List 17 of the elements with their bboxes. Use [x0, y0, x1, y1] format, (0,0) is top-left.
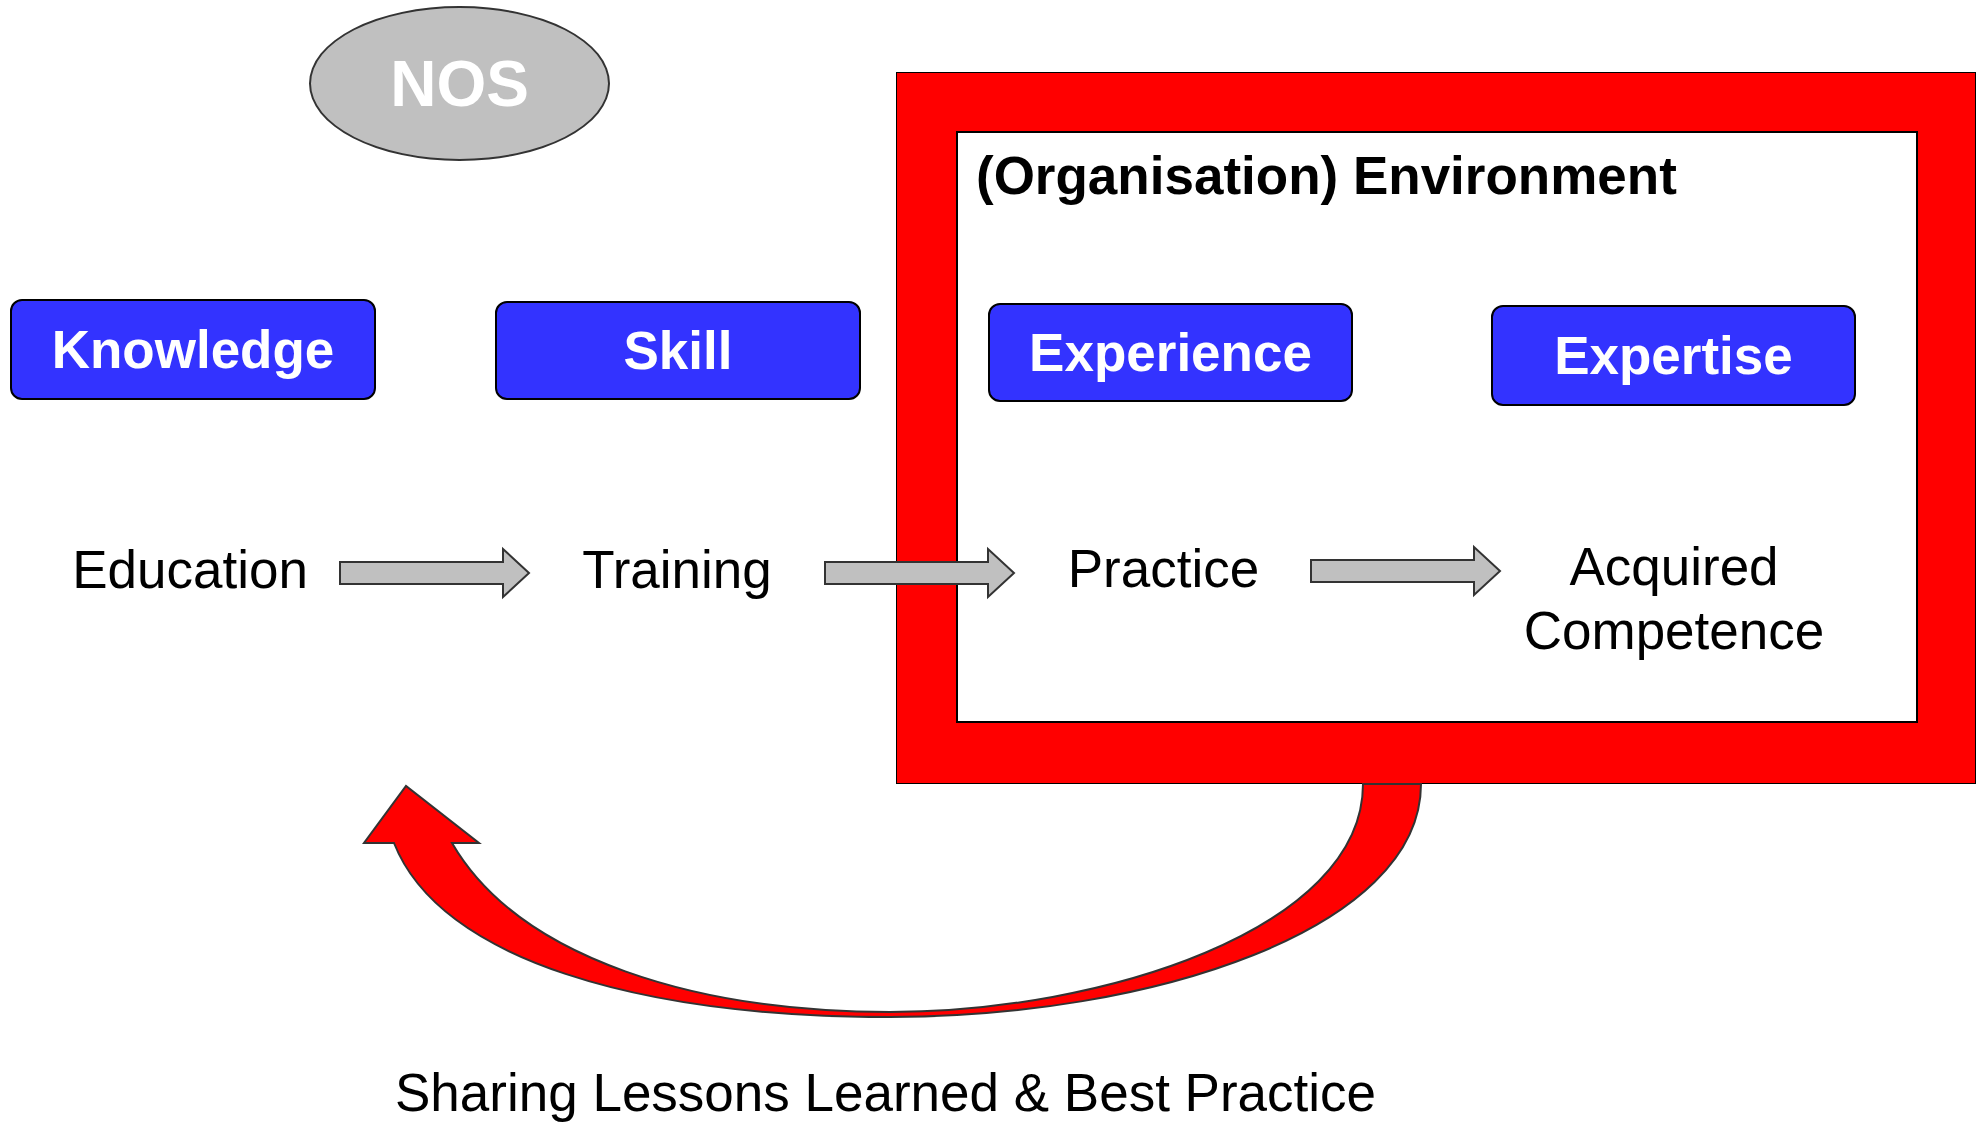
environment-box — [956, 131, 1918, 723]
category-box: Experience — [988, 303, 1353, 402]
stage-text: Education — [40, 535, 340, 605]
frame-border — [896, 72, 1976, 784]
category-box: Skill — [495, 301, 861, 400]
stage-text: Practice — [1015, 534, 1312, 604]
stage-text: Training — [529, 535, 825, 605]
category-box: Knowledge — [10, 299, 376, 400]
box-heading: (Organisation) Environment — [976, 145, 1677, 207]
block-arrow — [1310, 544, 1502, 598]
block-arrow — [339, 546, 531, 600]
curved-arrow — [363, 783, 1422, 1018]
block-arrow — [824, 546, 1016, 600]
oval-badge: NOS — [309, 6, 610, 161]
stage-text: Acquired Competence — [1501, 529, 1847, 669]
caption-text: Sharing Lessons Learned & Best Practice — [395, 1062, 1377, 1124]
category-box: Expertise — [1491, 305, 1856, 406]
